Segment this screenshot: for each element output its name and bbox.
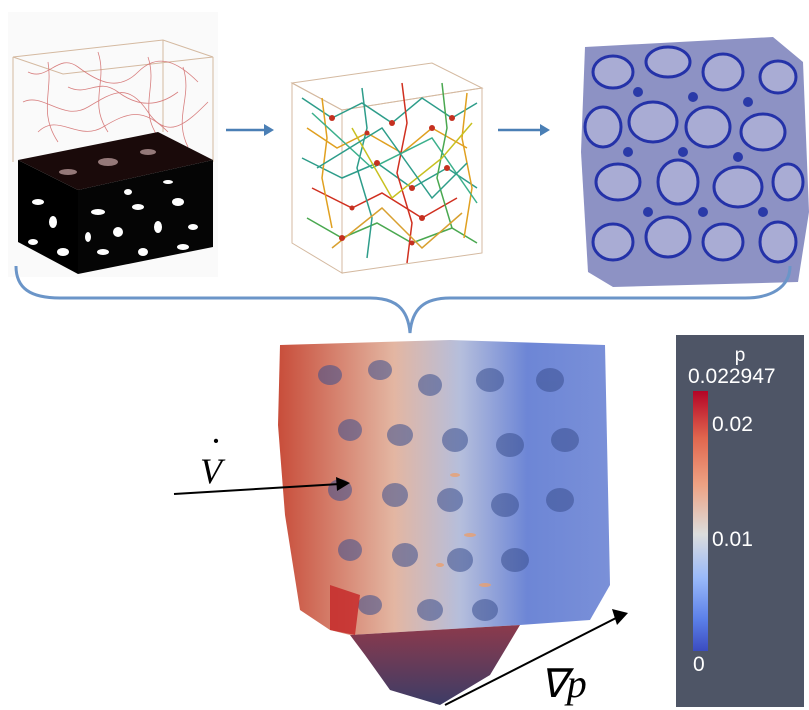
step-arrow-2 [498,120,553,140]
surface-mesh-panel [573,32,809,292]
binary-volume-panel [8,12,218,277]
segmented-cube-icon [8,12,218,277]
colorbar-tick-high: 0.02 [712,413,753,436]
pressure-field-icon [278,340,610,705]
flow-rate-letter: V [200,451,222,491]
flow-rate-dot: · [210,421,222,461]
colorbar-gradient [693,391,708,651]
colorbar-tick-mid: 0.01 [712,528,753,551]
step-arrow-1 [226,120,276,140]
colorbar-legend: p 0.022947 0.02 0.01 0 [676,335,804,707]
colorbar-title: p [734,345,746,366]
pore-network-panel [282,28,492,278]
mesh-cube-icon [581,37,809,287]
flow-arrow [170,470,360,510]
colorbar-tick-low: 0 [693,653,705,676]
pressure-field-panel [270,335,615,710]
gradient-symbol: ∇p [540,661,587,706]
merge-brace [0,258,809,338]
network-cube-icon [290,62,484,274]
colorbar-max-label: 0.022947 [688,365,776,388]
gradient-arrow [440,605,640,710]
